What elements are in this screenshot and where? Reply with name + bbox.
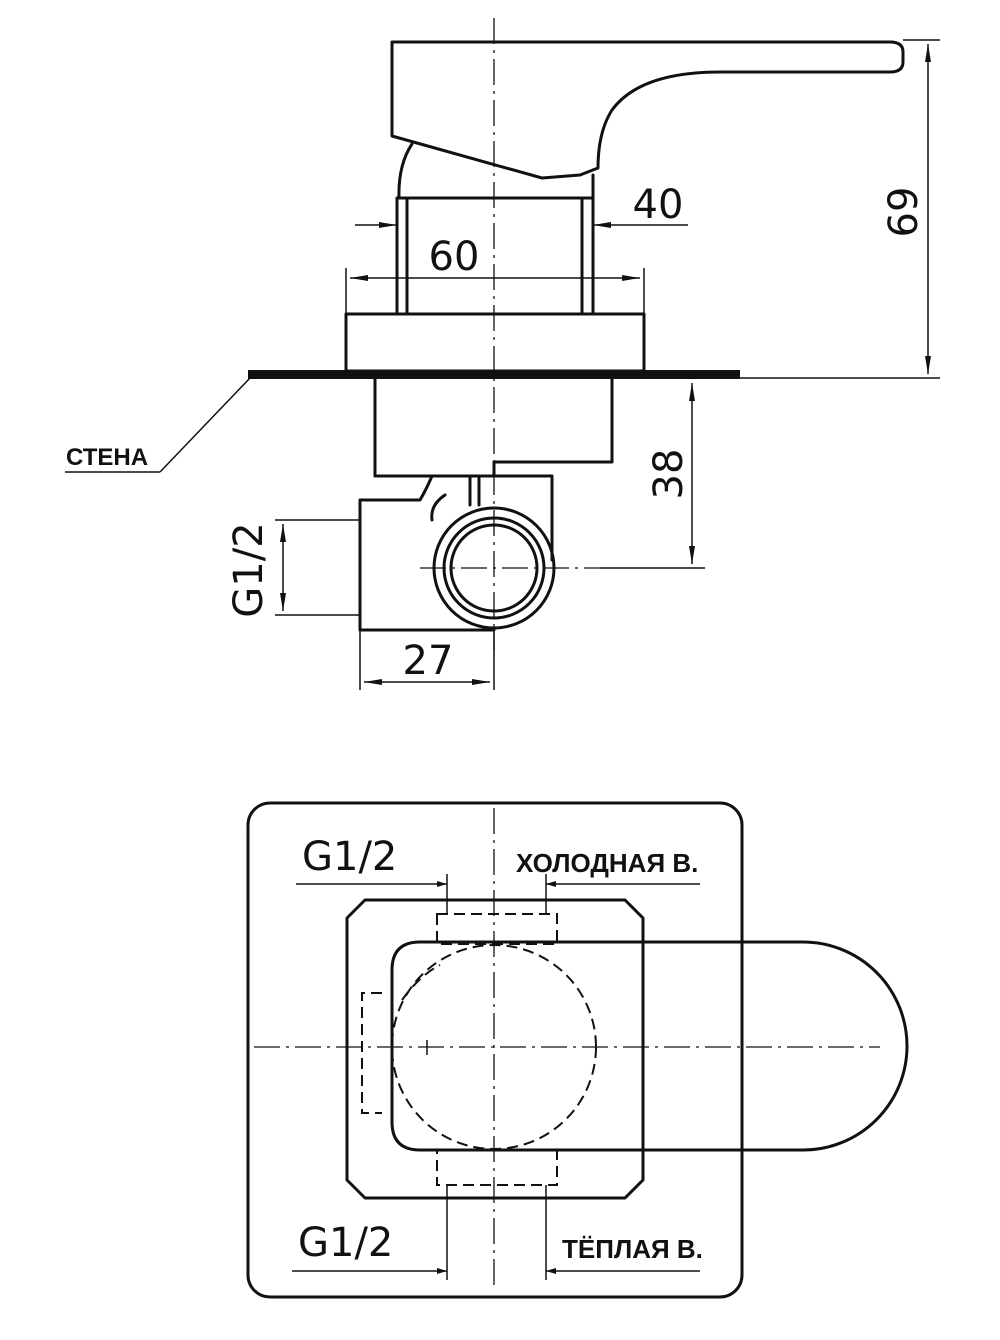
outlet-fitting <box>358 474 554 632</box>
dim-height-69: 69 <box>881 187 927 238</box>
cartridge-cap <box>397 142 595 200</box>
warm-water-label: ТЁПЛАЯ В. <box>562 1234 703 1264</box>
flange <box>344 312 646 373</box>
side-view: 69 40 60 38 G1/2 27 СТЕНА <box>65 18 940 690</box>
dim-depth-38: 38 <box>646 449 692 500</box>
dim-flange-60: 60 <box>429 234 480 280</box>
stem <box>395 196 595 316</box>
front-thread-top: G1/2 <box>302 834 397 880</box>
dim-stem-40: 40 <box>633 182 684 228</box>
dim-thread-g12-side: G1/2 <box>226 522 272 617</box>
dim-body-27: 27 <box>403 638 454 684</box>
lever-top <box>390 940 909 1152</box>
wall-label: СТЕНА <box>66 444 148 471</box>
front-thread-bottom: G1/2 <box>298 1220 393 1266</box>
front-view: G1/2 ХОЛОДНАЯ В. G1/2 ТЁПЛАЯ В. <box>246 801 909 1299</box>
wall-line <box>248 370 740 379</box>
inner-body <box>345 898 645 1200</box>
cold-water-label: ХОЛОДНАЯ В. <box>516 848 698 878</box>
lever-handle <box>390 40 905 180</box>
wall-plate <box>246 801 744 1299</box>
